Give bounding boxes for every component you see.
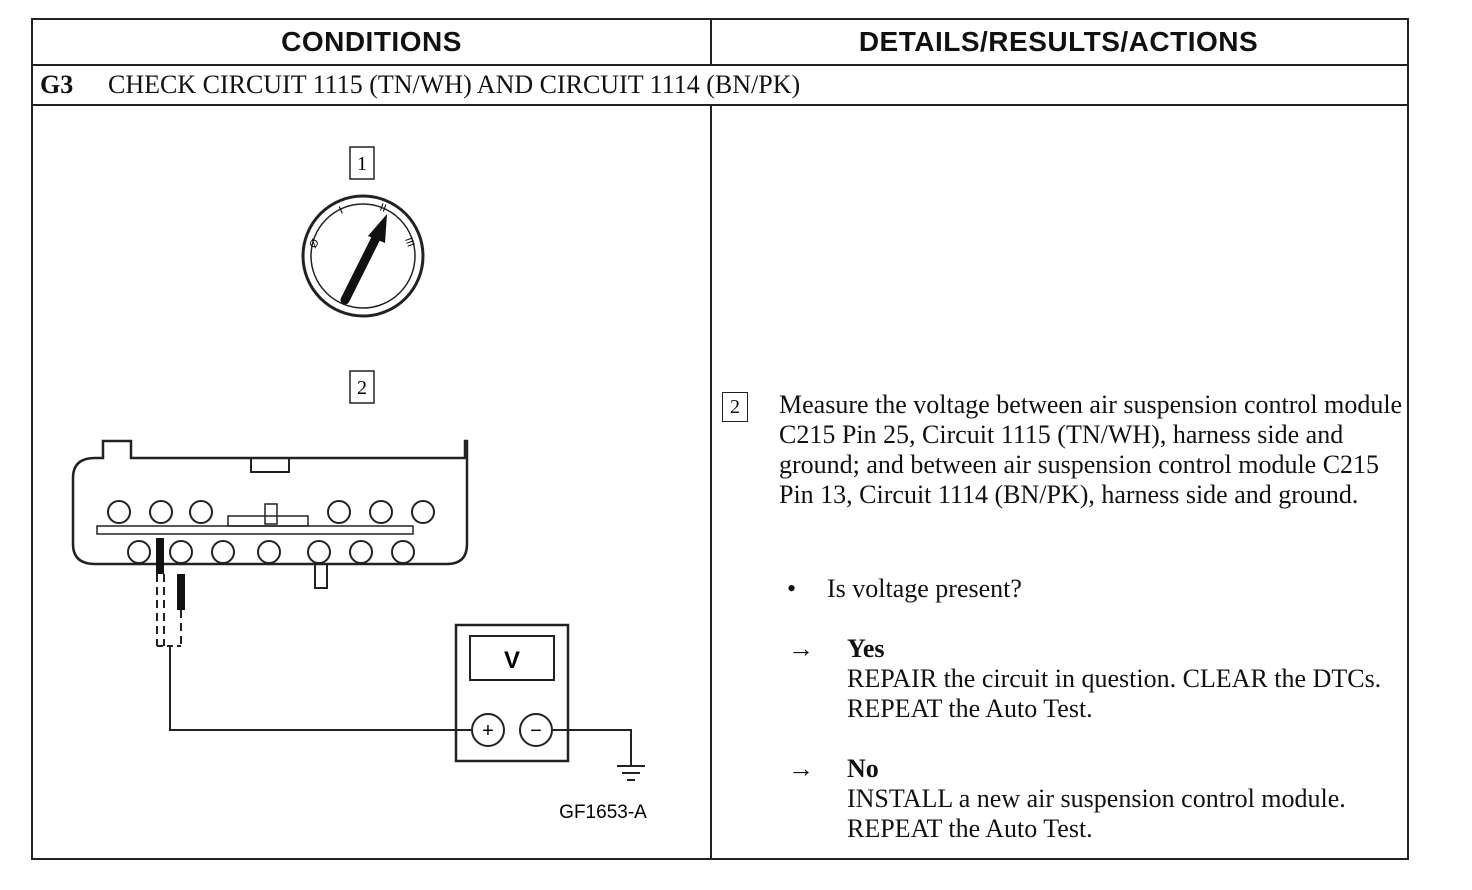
no-label: No — [847, 754, 879, 783]
test-setup-diagram: 1 Ø I II III 2 — [71, 146, 647, 823]
figure-id: GF1653-A — [559, 802, 647, 823]
voltmeter-icon: V + − — [454, 623, 632, 766]
question-text: Is voltage present? — [827, 574, 1022, 603]
details-header: DETAILS/RESULTS/ACTIONS — [858, 26, 1259, 57]
body-column-divider — [710, 106, 712, 858]
test-probes — [156, 538, 471, 731]
connector-pins-bottom-row — [127, 540, 415, 564]
yes-action: REPAIR the circuit in question. CLEAR th… — [847, 664, 1382, 723]
column-divider — [710, 20, 712, 64]
header-divider — [33, 64, 1407, 66]
instruction-text: Measure the voltage between air suspensi… — [779, 390, 1403, 509]
step-title: CHECK CIRCUIT 1115 (TN/WH) AND CIRCUIT 1… — [108, 70, 801, 99]
svg-text:−: − — [530, 720, 542, 742]
step-1-marker: 1 — [349, 146, 375, 180]
no-result: No INSTALL a new air suspension control … — [847, 754, 1407, 844]
step-title-row: G3 CHECK CIRCUIT 1115 (TN/WH) AND CIRCUI… — [33, 66, 1407, 104]
step-id: G3 — [40, 70, 74, 99]
arrow-right-icon: → — [788, 634, 814, 663]
svg-text:2: 2 — [357, 377, 367, 399]
bullet-icon: • — [787, 574, 797, 603]
yes-result: Yes REPAIR the circuit in question. CLEA… — [847, 634, 1407, 724]
svg-text:II: II — [378, 202, 388, 215]
no-action: INSTALL a new air suspension control mod… — [847, 784, 1346, 843]
details-column: 2 Measure the voltage between air suspen… — [712, 106, 1407, 858]
ground-icon — [617, 765, 645, 781]
connector-pins-top-row — [107, 500, 435, 524]
svg-text:III: III — [402, 236, 416, 249]
title-divider — [33, 104, 1407, 106]
diagnostic-table: CONDITIONS DETAILS/RESULTS/ACTIONS G3 CH… — [31, 18, 1409, 860]
svg-text:V: V — [504, 647, 520, 674]
conditions-header: CONDITIONS — [281, 26, 462, 57]
svg-text:I: I — [337, 205, 345, 217]
ignition-switch-icon: Ø I II III — [301, 194, 425, 318]
svg-text:+: + — [482, 720, 494, 742]
svg-text:1: 1 — [357, 153, 367, 175]
arrow-right-icon: → — [788, 754, 814, 783]
step-2-marker: 2 — [349, 370, 375, 404]
step-2-marker-details: 2 — [722, 392, 748, 422]
yes-label: Yes — [847, 634, 885, 663]
c215-connector — [71, 439, 469, 589]
conditions-figure: 1 Ø I II III 2 — [33, 106, 710, 860]
